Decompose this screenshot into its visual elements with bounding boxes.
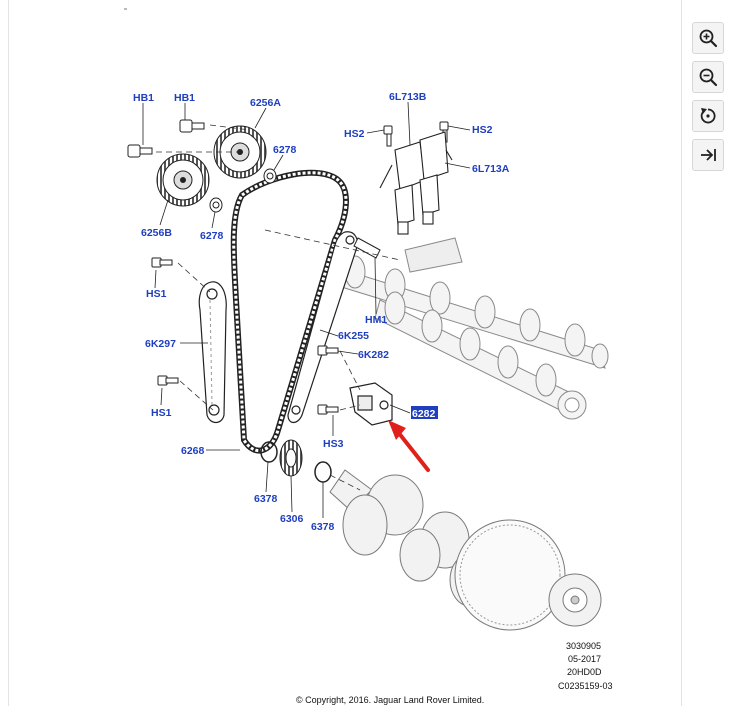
- red-pointer-arrow: [388, 420, 430, 472]
- label-6282-selected[interactable]: 6282: [412, 408, 436, 420]
- timing-chain: [230, 169, 349, 454]
- bolt-hs: [151, 121, 449, 415]
- leader-lines: [142, 101, 471, 518]
- camshaft-bearing-cap: [404, 237, 463, 273]
- zoom-in-button[interactable]: [692, 22, 724, 54]
- doc-date: 05-2017: [568, 654, 601, 664]
- chain-guide-6k297: [198, 281, 227, 424]
- vvt-sprocket-6256a: [213, 125, 267, 179]
- crank-sprocket-6306: [279, 439, 303, 477]
- label-6l713a[interactable]: 6L713A: [472, 163, 510, 175]
- label-6k282[interactable]: 6K282: [358, 349, 389, 361]
- page-mark: [124, 8, 127, 10]
- fit-to-width-button[interactable]: [692, 139, 724, 171]
- label-hm1[interactable]: HM1: [365, 314, 387, 326]
- vvt-solenoid: [379, 131, 453, 235]
- vvt-sprocket-6256b: [156, 153, 210, 207]
- label-6268[interactable]: 6268: [181, 445, 205, 457]
- copyright-notice: © Copyright, 2016. Jaguar Land Rover Lim…: [296, 695, 484, 705]
- label-6378[interactable]: 6378: [311, 521, 335, 533]
- label-6256b[interactable]: 6256B: [141, 227, 172, 239]
- page-edge-right: [681, 0, 682, 706]
- label-hs3[interactable]: HS3: [323, 438, 344, 450]
- zoom-out-icon: [699, 68, 718, 87]
- dowel-hm1: [353, 237, 381, 259]
- label-6378[interactable]: 6378: [254, 493, 278, 505]
- rotate-button[interactable]: [692, 100, 724, 132]
- label-hs1[interactable]: HS1: [146, 288, 167, 300]
- washer-6278: [209, 168, 277, 213]
- fit-to-width-icon: [701, 149, 716, 161]
- exhaust-camshaft: [334, 255, 609, 369]
- label-hs2[interactable]: HS2: [344, 128, 365, 140]
- chain-guide-6k255: [287, 231, 358, 424]
- label-6k255[interactable]: 6K255: [338, 330, 369, 342]
- bolt-hb1: [127, 119, 205, 158]
- zoom-in-icon: [699, 29, 718, 48]
- page-edge-left: [8, 0, 9, 706]
- zoom-out-button[interactable]: [692, 61, 724, 93]
- label-6256a[interactable]: 6256A: [250, 97, 281, 109]
- chain-tensioner-6282: [349, 382, 393, 426]
- doc-reference: C0235159-03: [558, 681, 613, 691]
- label-hs2[interactable]: HS2: [472, 124, 493, 136]
- label-6278[interactable]: 6278: [200, 230, 224, 242]
- rotate-icon: [700, 108, 716, 124]
- label-hb1[interactable]: HB1: [174, 92, 195, 104]
- label-6306[interactable]: 6306: [280, 513, 304, 525]
- assembly-lines: [156, 124, 401, 491]
- doc-number: 3030905: [566, 641, 601, 651]
- crankshaft: [329, 469, 602, 631]
- doc-code: 20HD0D: [567, 667, 602, 677]
- label-hs1[interactable]: HS1: [151, 407, 172, 419]
- label-6278[interactable]: 6278: [273, 144, 297, 156]
- label-hb1[interactable]: HB1: [133, 92, 154, 104]
- label-6k297[interactable]: 6K297: [145, 338, 176, 350]
- label-6l713b[interactable]: 6L713B: [389, 91, 427, 103]
- intake-camshaft: [374, 291, 587, 420]
- selected-callout-highlight: [411, 406, 438, 419]
